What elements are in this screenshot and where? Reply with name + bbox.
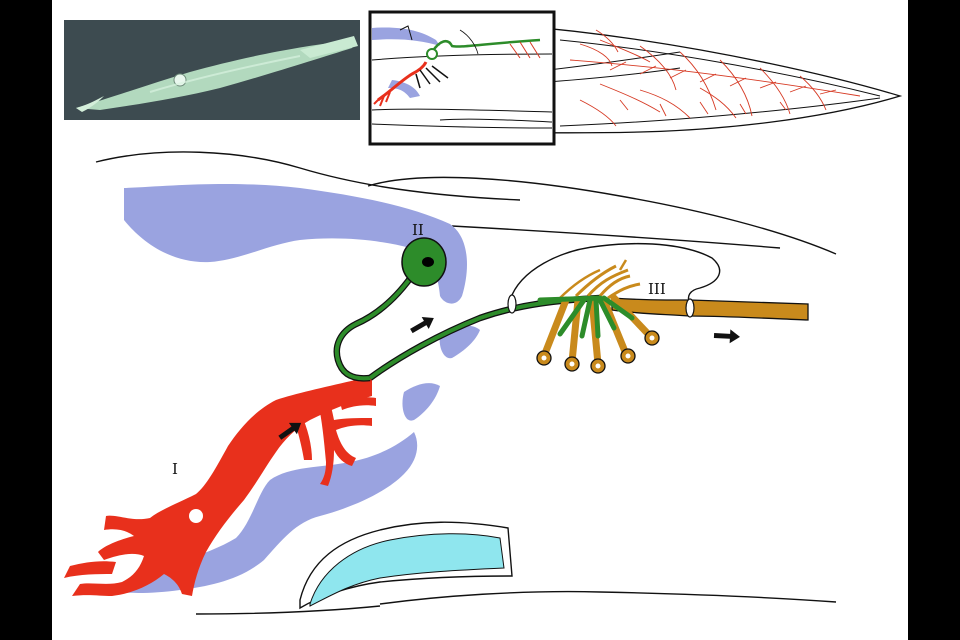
inset-red-neuron	[377, 61, 428, 102]
first-order-neuron	[64, 376, 376, 596]
ganglion-tissue	[110, 183, 480, 593]
tissue-fragment-2	[402, 383, 440, 421]
body-wall-outlines	[95, 151, 837, 305]
lower-tissue-band	[110, 432, 418, 593]
head-region-inset	[368, 10, 556, 146]
first-order-nucleus	[189, 509, 203, 523]
signal-arrows	[278, 316, 740, 440]
arrow-icon	[278, 422, 302, 440]
stellate-nerve	[195, 521, 837, 615]
squid-photo	[64, 20, 360, 120]
label-second-order-neuron: II	[412, 221, 424, 239]
squid-outline-diagram	[371, 17, 903, 134]
outline-red-nerve-network	[569, 29, 861, 127]
first-order-dendrite-fork	[318, 396, 372, 486]
squid-mantle-outline	[371, 17, 903, 134]
inset-green-neuron	[430, 38, 541, 53]
synaptic-contacts	[537, 295, 635, 339]
arrow-icon	[410, 316, 434, 334]
third-order-giant-axon	[611, 297, 809, 321]
outline-giant-axon-trunk	[547, 51, 681, 83]
third-order-neuron	[507, 259, 809, 374]
upper-tissue-band	[124, 183, 467, 304]
first-order-neuron-body	[72, 376, 372, 596]
label-third-order-neuron: III	[648, 280, 666, 298]
stellate-ganglion-outline	[509, 242, 721, 305]
label-first-order-neuron: I	[172, 460, 178, 478]
arrow-icon	[713, 329, 740, 344]
second-order-nucleus	[422, 257, 434, 267]
